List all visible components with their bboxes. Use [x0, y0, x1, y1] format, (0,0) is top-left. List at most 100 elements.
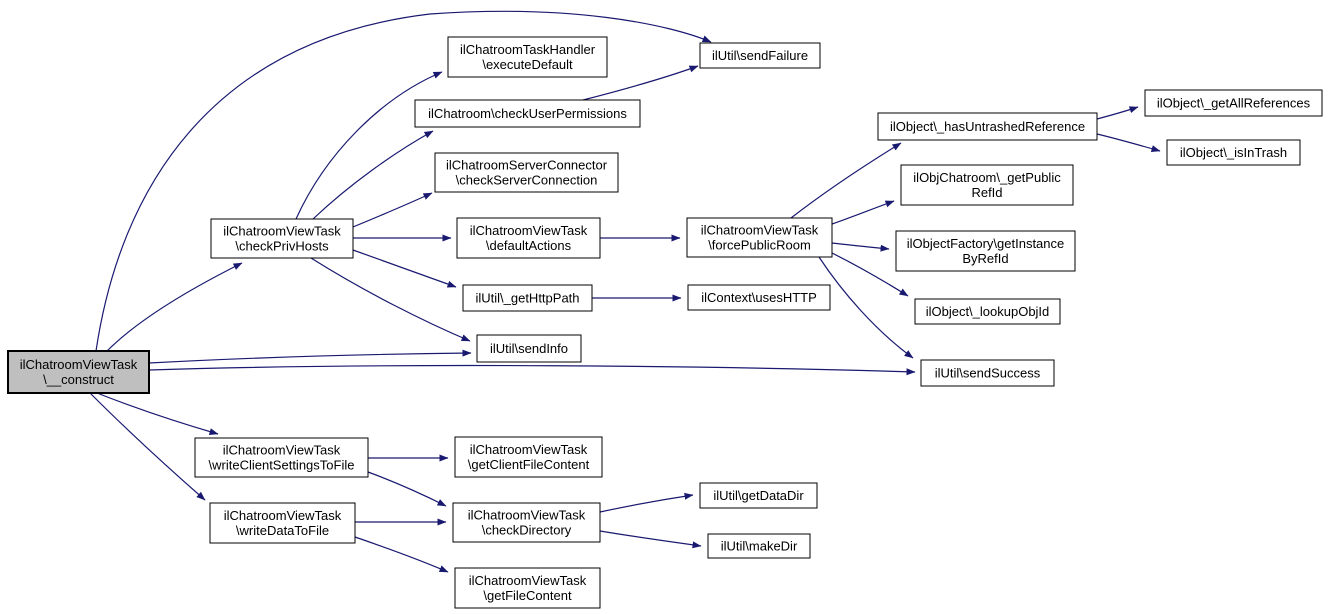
node-label-usesHTTP: ilContext\usesHTTP	[701, 290, 817, 305]
node-getHttpPath[interactable]: ilUtil\_getHttpPath	[462, 284, 593, 312]
node-label-checkServerConnection: ilChatroomServerConnector\checkServerCon…	[446, 158, 608, 188]
edge-checkUserPermissions-to-sendFailure	[582, 65, 699, 101]
node-box-getClientFileContent	[454, 436, 603, 478]
edge-writeClientSettingsToFile-to-checkDirectory	[367, 471, 447, 507]
node-box-forcePublicRoom	[686, 217, 833, 258]
node-label-line: ilChatroomViewTask	[470, 223, 588, 238]
node-label-construct: ilChatroomViewTask\__construct	[20, 357, 138, 387]
node-label-line: \writeDataToFile	[236, 523, 329, 538]
edge-checkPrivHosts-to-checkServerConnection	[352, 192, 433, 228]
node-box-sendSuccess	[920, 359, 1055, 387]
node-usesHTTP[interactable]: ilContext\usesHTTP	[687, 284, 831, 311]
edge-construct-to-sendFailure	[95, 10, 712, 352]
node-hasUntrashedReference[interactable]: ilObject\_hasUntrashedReference	[877, 112, 1098, 141]
node-box-checkUserPermissions	[414, 99, 641, 128]
node-label-line: ByRefId	[962, 251, 1008, 266]
node-label-forcePublicRoom: ilChatroomViewTask\forcePublicRoom	[701, 223, 819, 253]
node-label-getClientFileContent: ilChatroomViewTask\getClientFileContent	[468, 442, 590, 472]
node-label-line: \getFileContent	[483, 588, 572, 603]
node-sendSuccess[interactable]: ilUtil\sendSuccess	[920, 359, 1055, 387]
node-label-sendSuccess: ilUtil\sendSuccess	[935, 366, 1041, 381]
node-label-line: ilChatroomViewTask	[224, 508, 342, 523]
node-lookupObjId[interactable]: ilObject\_lookupObjId	[914, 298, 1061, 325]
edge-checkPrivHosts-to-executeDefault	[295, 71, 443, 220]
edge-construct-to-checkPrivHosts	[106, 262, 243, 352]
node-makeDir[interactable]: ilUtil\makeDir	[707, 533, 811, 559]
node-box-checkServerConnection	[434, 152, 619, 193]
edge-forcePublicRoom-to-sendSuccess	[818, 256, 914, 359]
node-label-line: ilChatroomViewTask	[223, 443, 341, 458]
node-label-line: ilUtil\sendSuccess	[935, 366, 1041, 381]
node-label-line: ilUtil\makeDir	[721, 539, 798, 554]
node-label-sendInfo: ilUtil\sendInfo	[490, 341, 568, 356]
node-label-line: \executeDefault	[482, 57, 573, 72]
node-label-line: \__construct	[43, 372, 114, 387]
node-box-hasUntrashedReference	[877, 112, 1098, 141]
node-label-line: ilChatroomServerConnector	[446, 158, 608, 173]
node-box-sendInfo	[476, 334, 582, 363]
node-checkServerConnection[interactable]: ilChatroomServerConnector\checkServerCon…	[434, 152, 619, 193]
edge-forcePublicRoom-to-lookupObjId	[831, 252, 909, 297]
node-box-writeClientSettingsToFile	[194, 437, 369, 478]
node-forcePublicRoom[interactable]: ilChatroomViewTask\forcePublicRoom	[686, 217, 833, 258]
node-label-line: ilChatroom\checkUserPermissions	[428, 106, 627, 121]
node-label-line: \getClientFileContent	[468, 457, 590, 472]
node-writeClientSettingsToFile[interactable]: ilChatroomViewTask\writeClientSettingsTo…	[194, 437, 369, 478]
node-getClientFileContent[interactable]: ilChatroomViewTask\getClientFileContent	[454, 436, 603, 478]
node-label-defaultActions: ilChatroomViewTask\defaultActions	[470, 223, 588, 253]
node-label-hasUntrashedReference: ilObject\_hasUntrashedReference	[890, 119, 1085, 134]
node-label-line: ilObject\_lookupObjId	[926, 304, 1050, 319]
node-getAllReferences[interactable]: ilObject\_getAllReferences	[1144, 89, 1323, 117]
node-box-getDataDir	[699, 482, 818, 509]
node-getDataDir[interactable]: ilUtil\getDataDir	[699, 482, 818, 509]
node-label-executeDefault: ilChatroomTaskHandler\executeDefault	[460, 42, 596, 72]
node-label-line: ilObject\_hasUntrashedReference	[890, 119, 1085, 134]
node-label-line: ilChatroomViewTask	[20, 357, 138, 372]
node-label-checkPrivHosts: ilChatroomViewTask\checkPrivHosts	[223, 224, 341, 254]
edge-writeDataToFile-to-getFileContent	[354, 536, 449, 573]
edge-checkPrivHosts-to-sendInfo	[310, 257, 471, 342]
edge-hasUntrashedReference-to-getAllReferences	[1096, 106, 1139, 120]
node-construct[interactable]: ilChatroomViewTask\__construct	[7, 350, 150, 394]
edge-construct-to-writeClientSettingsToFile	[96, 392, 219, 435]
node-box-getInstanceByRefId	[895, 230, 1076, 272]
node-box-executeDefault	[447, 36, 608, 78]
node-label-line: \checkDirectory	[482, 523, 572, 538]
node-box-makeDir	[707, 533, 811, 559]
node-label-line: ilChatroomViewTask	[468, 508, 586, 523]
edge-construct-to-sendInfo	[148, 349, 472, 364]
node-checkPrivHosts[interactable]: ilChatroomViewTask\checkPrivHosts	[210, 218, 354, 259]
node-label-line: ilObject\_getAllReferences	[1157, 96, 1311, 111]
nodes-layer: ilChatroomViewTask\__constructilChatroom…	[7, 36, 1323, 609]
node-label-makeDir: ilUtil\makeDir	[721, 539, 798, 554]
node-box-sendFailure	[699, 42, 821, 69]
node-label-line: \writeClientSettingsToFile	[209, 458, 355, 473]
node-label-line: \checkServerConnection	[456, 173, 598, 188]
node-label-writeClientSettingsToFile: ilChatroomViewTask\writeClientSettingsTo…	[209, 443, 355, 473]
node-sendInfo[interactable]: ilUtil\sendInfo	[476, 334, 582, 363]
node-label-line: ilUtil\getDataDir	[713, 488, 804, 503]
node-label-line: ilUtil\sendFailure	[712, 48, 808, 63]
node-checkDirectory[interactable]: ilChatroomViewTask\checkDirectory	[452, 502, 601, 543]
edge-forcePublicRoom-to-getPublicRefId	[831, 200, 895, 225]
edge-checkPrivHosts-to-checkUserPermissions	[312, 130, 434, 220]
node-label-getFileContent: ilChatroomViewTask\getFileContent	[469, 573, 587, 603]
node-defaultActions[interactable]: ilChatroomViewTask\defaultActions	[456, 217, 601, 259]
node-checkUserPermissions[interactable]: ilChatroom\checkUserPermissions	[414, 99, 641, 128]
node-executeDefault[interactable]: ilChatroomTaskHandler\executeDefault	[447, 36, 608, 78]
node-box-writeDataToFile	[209, 502, 356, 544]
node-isInTrash[interactable]: ilObject\_isInTrash	[1166, 139, 1301, 166]
node-label-line: ilUtil\_getHttpPath	[475, 291, 579, 306]
node-label-checkDirectory: ilChatroomViewTask\checkDirectory	[468, 508, 586, 538]
edge-forcePublicRoom-to-hasUntrashedReference	[790, 142, 902, 219]
node-getFileContent[interactable]: ilChatroomViewTask\getFileContent	[454, 567, 601, 609]
node-box-usesHTTP	[687, 284, 831, 311]
node-writeDataToFile[interactable]: ilChatroomViewTask\writeDataToFile	[209, 502, 356, 544]
edge-checkDirectory-to-makeDir	[599, 530, 702, 549]
node-sendFailure[interactable]: ilUtil\sendFailure	[699, 42, 821, 69]
node-label-writeDataToFile: ilChatroomViewTask\writeDataToFile	[224, 508, 342, 538]
node-label-getDataDir: ilUtil\getDataDir	[713, 488, 804, 503]
